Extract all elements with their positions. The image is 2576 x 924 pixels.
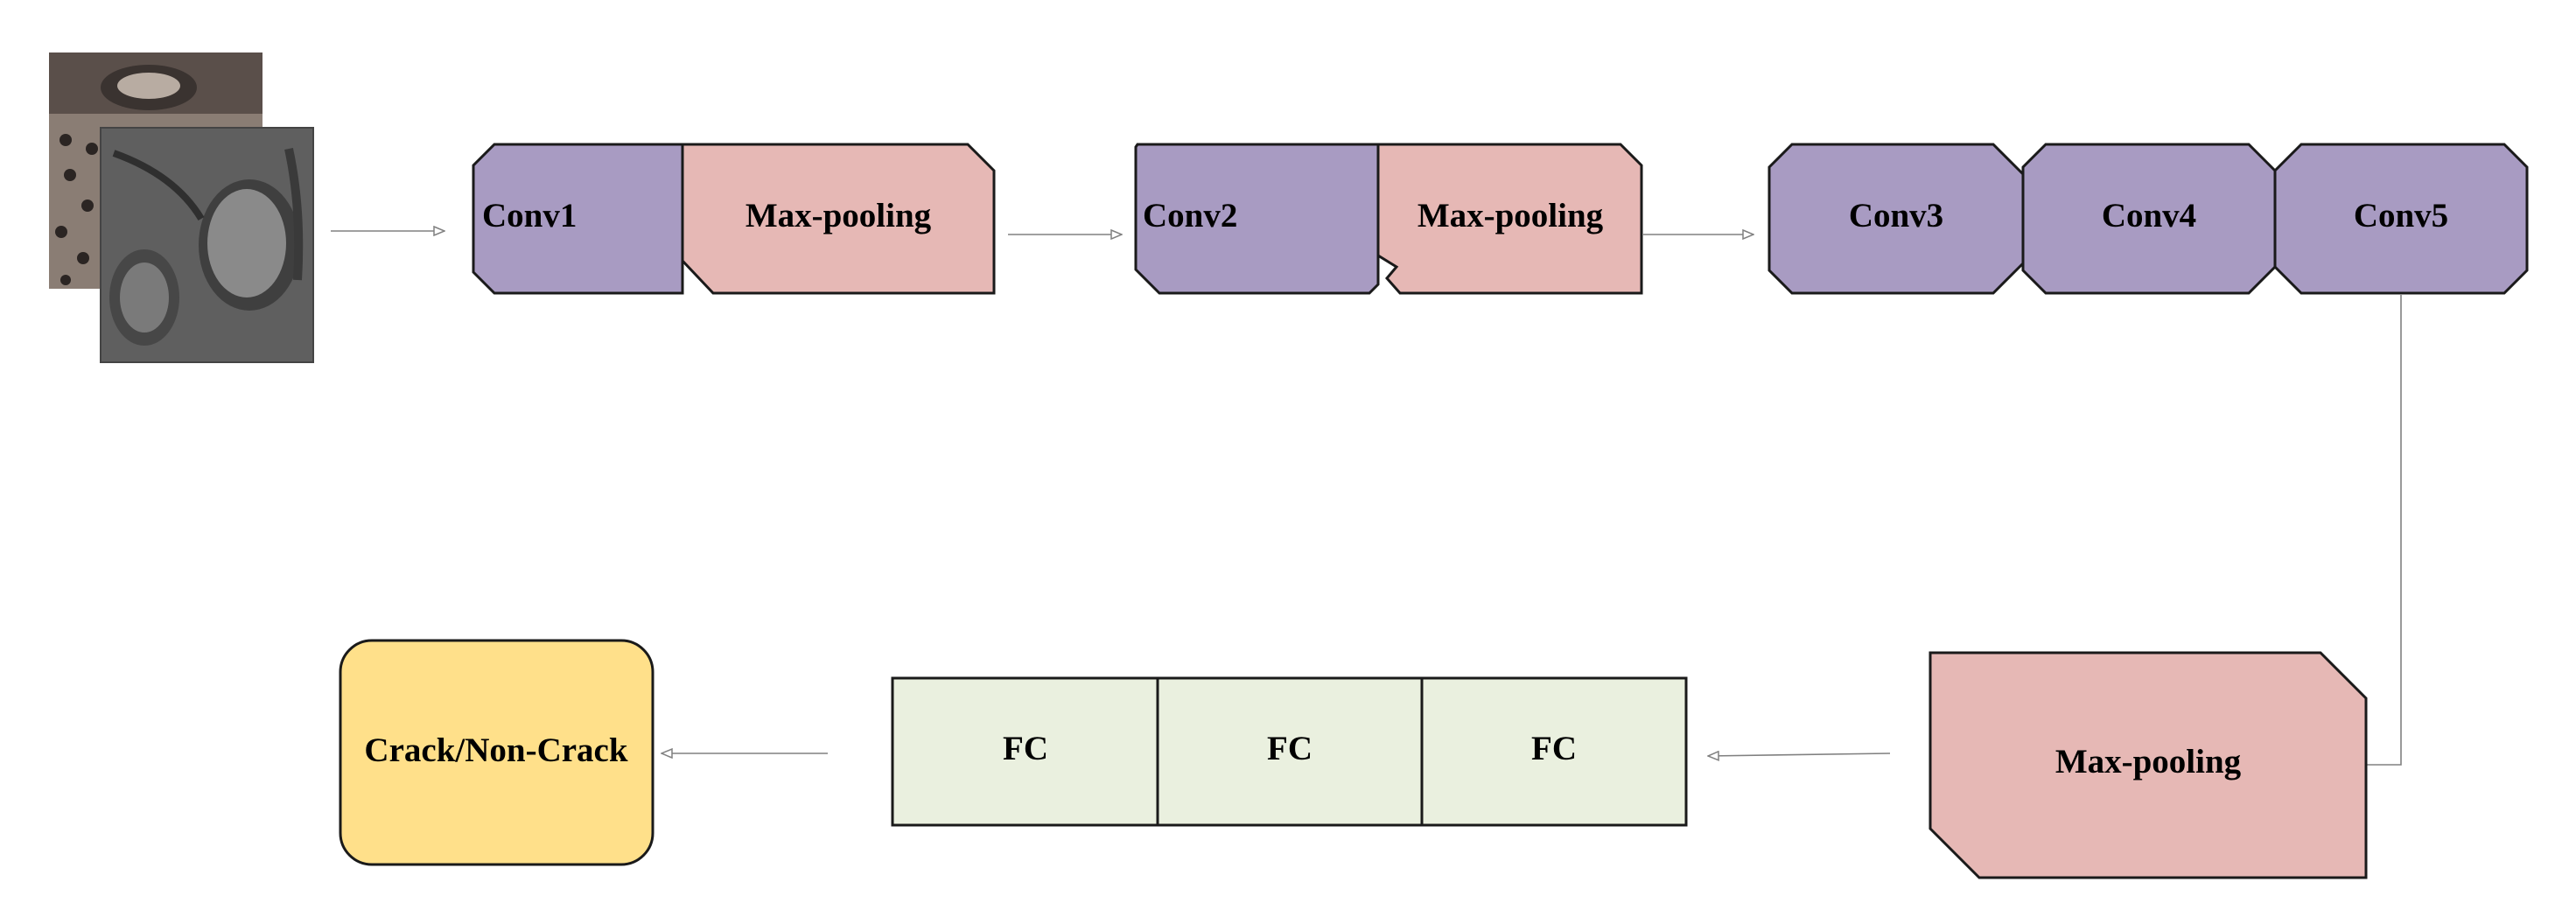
arrow-pool3-to-fc bbox=[1708, 753, 1891, 756]
output-label: Crack/Non-Crack bbox=[364, 732, 627, 769]
conv3-label: Conv3 bbox=[1849, 197, 1943, 234]
conv2-label: Conv2 bbox=[1143, 197, 1237, 234]
output-node: Crack/Non-Crack bbox=[339, 639, 654, 866]
conv1-label: Conv1 bbox=[482, 197, 577, 234]
connector-conv5-to-pool3 bbox=[2366, 295, 2402, 766]
block-pool3: Max-pooling bbox=[1928, 651, 2368, 879]
block-conv1-pool: Conv1 Max-pooling bbox=[472, 143, 996, 295]
fc-label-2: FC bbox=[1267, 730, 1312, 767]
pool2-shape bbox=[1376, 143, 1643, 295]
cylinder-head-photo bbox=[100, 127, 314, 363]
fc-label-3: FC bbox=[1531, 730, 1577, 767]
conv5-shape bbox=[2273, 143, 2529, 295]
pool1-shape bbox=[681, 143, 996, 295]
conv3-shape bbox=[1768, 143, 2025, 295]
output-box bbox=[339, 639, 654, 866]
conv4-shape bbox=[2021, 143, 2277, 295]
block-conv2-pool: Conv2 Max-pooling bbox=[1134, 143, 1643, 295]
fc-box-3 bbox=[1420, 676, 1688, 827]
block-conv3-4-5: Conv3 Conv4 Conv5 bbox=[1768, 143, 2529, 295]
fc-box-1 bbox=[891, 676, 1159, 827]
pool3-shape bbox=[1928, 651, 2368, 879]
conv4-label: Conv4 bbox=[2102, 197, 2196, 234]
input-images bbox=[49, 52, 314, 363]
fc-label-1: FC bbox=[1003, 730, 1048, 767]
fc-layers: FC FC FC bbox=[891, 676, 1688, 827]
pool1-label: Max-pooling bbox=[746, 197, 932, 234]
pool3-label: Max-pooling bbox=[2055, 743, 2242, 780]
conv5-label: Conv5 bbox=[2354, 197, 2448, 234]
pool2-label: Max-pooling bbox=[1418, 197, 1604, 234]
fc-box-2 bbox=[1156, 676, 1424, 827]
